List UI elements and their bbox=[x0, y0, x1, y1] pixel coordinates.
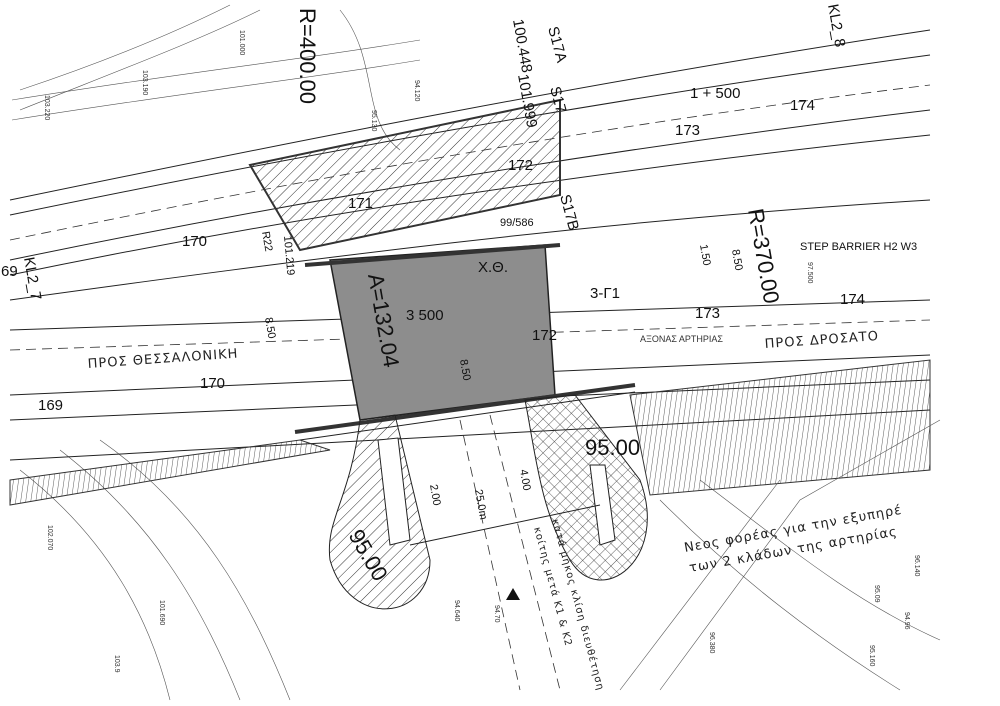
dim-150: 1.50 bbox=[697, 243, 713, 266]
spot-height: 95.09 bbox=[873, 585, 880, 603]
profile-169: 169 bbox=[38, 397, 63, 414]
spot-height: 97.500 bbox=[806, 262, 813, 284]
label-s17: S17 bbox=[546, 85, 569, 115]
dim-25m: 25.0m bbox=[472, 488, 489, 520]
profile-173-top: 173 bbox=[675, 122, 700, 139]
profile-172-top: 172 bbox=[508, 157, 533, 174]
spot-height: 103.220 bbox=[43, 95, 50, 120]
label-69: 69 bbox=[1, 263, 18, 280]
label-r400: R=400.00 bbox=[295, 8, 320, 104]
spot-height: 94.70 bbox=[493, 605, 500, 623]
hatched-slope-right bbox=[629, 359, 931, 496]
spot-height: 95.130 bbox=[370, 110, 377, 132]
profile-173-right: 173 bbox=[695, 305, 720, 322]
abutment-left bbox=[328, 414, 431, 610]
dim-200: 2.00 bbox=[427, 483, 443, 506]
label-axis: ΑΞΟΝΑΣ ΑΡΤΗΡΙΑΣ bbox=[640, 334, 723, 344]
label-s17a: S17A bbox=[544, 25, 570, 65]
spot-height: 101.000 bbox=[238, 30, 245, 55]
hatched-slope-left bbox=[9, 439, 331, 506]
spot-height: 103.190 bbox=[141, 70, 148, 95]
dim-850-b: 8.50 bbox=[729, 248, 745, 271]
label-kl27: KL2_7 bbox=[20, 256, 44, 302]
profile-172-bridge: 172 bbox=[532, 327, 557, 344]
bridge-edge-bottom bbox=[294, 383, 636, 434]
bridge-deck bbox=[329, 244, 556, 421]
label-to-drosato: ΠΡΟΣ ΔΡΟΣΑΤΟ bbox=[764, 329, 879, 352]
spot-height: 94.120 bbox=[413, 80, 420, 102]
label-chainage-99586: 99/586 bbox=[500, 217, 534, 229]
spot-height: 95.160 bbox=[868, 645, 875, 667]
label-kl28: KL2_8 bbox=[824, 3, 848, 49]
dim-400: 4.00 bbox=[517, 468, 533, 491]
label-r22: R22 bbox=[259, 230, 274, 252]
label-station-1500: 1 + 500 bbox=[690, 85, 740, 102]
label-section-3g1: 3-Γ1 bbox=[590, 285, 620, 302]
label-xth: Χ.Θ. bbox=[478, 259, 508, 276]
profile-170-left: 170 bbox=[200, 375, 225, 392]
spot-height: 94.96 bbox=[903, 612, 910, 630]
hatched-embankment-upper bbox=[248, 98, 561, 252]
spot-height: 94.640 bbox=[453, 600, 460, 622]
flow-arrow-icon bbox=[506, 588, 520, 600]
profile-171: 171 bbox=[348, 195, 373, 212]
label-station-3500: 3 500 bbox=[406, 307, 444, 324]
abutment-right bbox=[524, 394, 648, 581]
profile-174-right: 174 bbox=[840, 291, 865, 308]
label-chainage-101219: 101.219 bbox=[281, 235, 296, 276]
label-chainage-100448: 100.448 bbox=[509, 18, 535, 74]
dim-850-c: 8.50 bbox=[457, 358, 473, 381]
spot-height: 102.070 bbox=[46, 525, 53, 550]
label-elevation-95-right: 95.00 bbox=[585, 435, 640, 460]
spot-height: 96.380 bbox=[708, 632, 715, 654]
abutment-right-core bbox=[589, 464, 616, 546]
profile-174-top: 174 bbox=[790, 97, 815, 114]
bridge-edge-top bbox=[304, 243, 561, 267]
profile-170-top: 170 bbox=[182, 233, 207, 250]
abutment-left-core bbox=[377, 437, 411, 546]
label-s17b: S17B bbox=[556, 193, 582, 233]
spot-height: 101.690 bbox=[158, 600, 165, 625]
label-r370: R=370.00 bbox=[743, 207, 784, 306]
spot-height: 96.140 bbox=[913, 555, 920, 577]
dim-850-a: 8.50 bbox=[262, 316, 278, 339]
spot-height: 103.9 bbox=[113, 655, 120, 673]
channel-axis bbox=[409, 504, 601, 546]
label-to-thessaloniki: ΠΡΟΣ ΘΕΣΣΑΛΟΝΙΚΗ bbox=[87, 346, 239, 371]
label-step-barrier: STEP BARRIER H2 W3 bbox=[800, 241, 917, 253]
